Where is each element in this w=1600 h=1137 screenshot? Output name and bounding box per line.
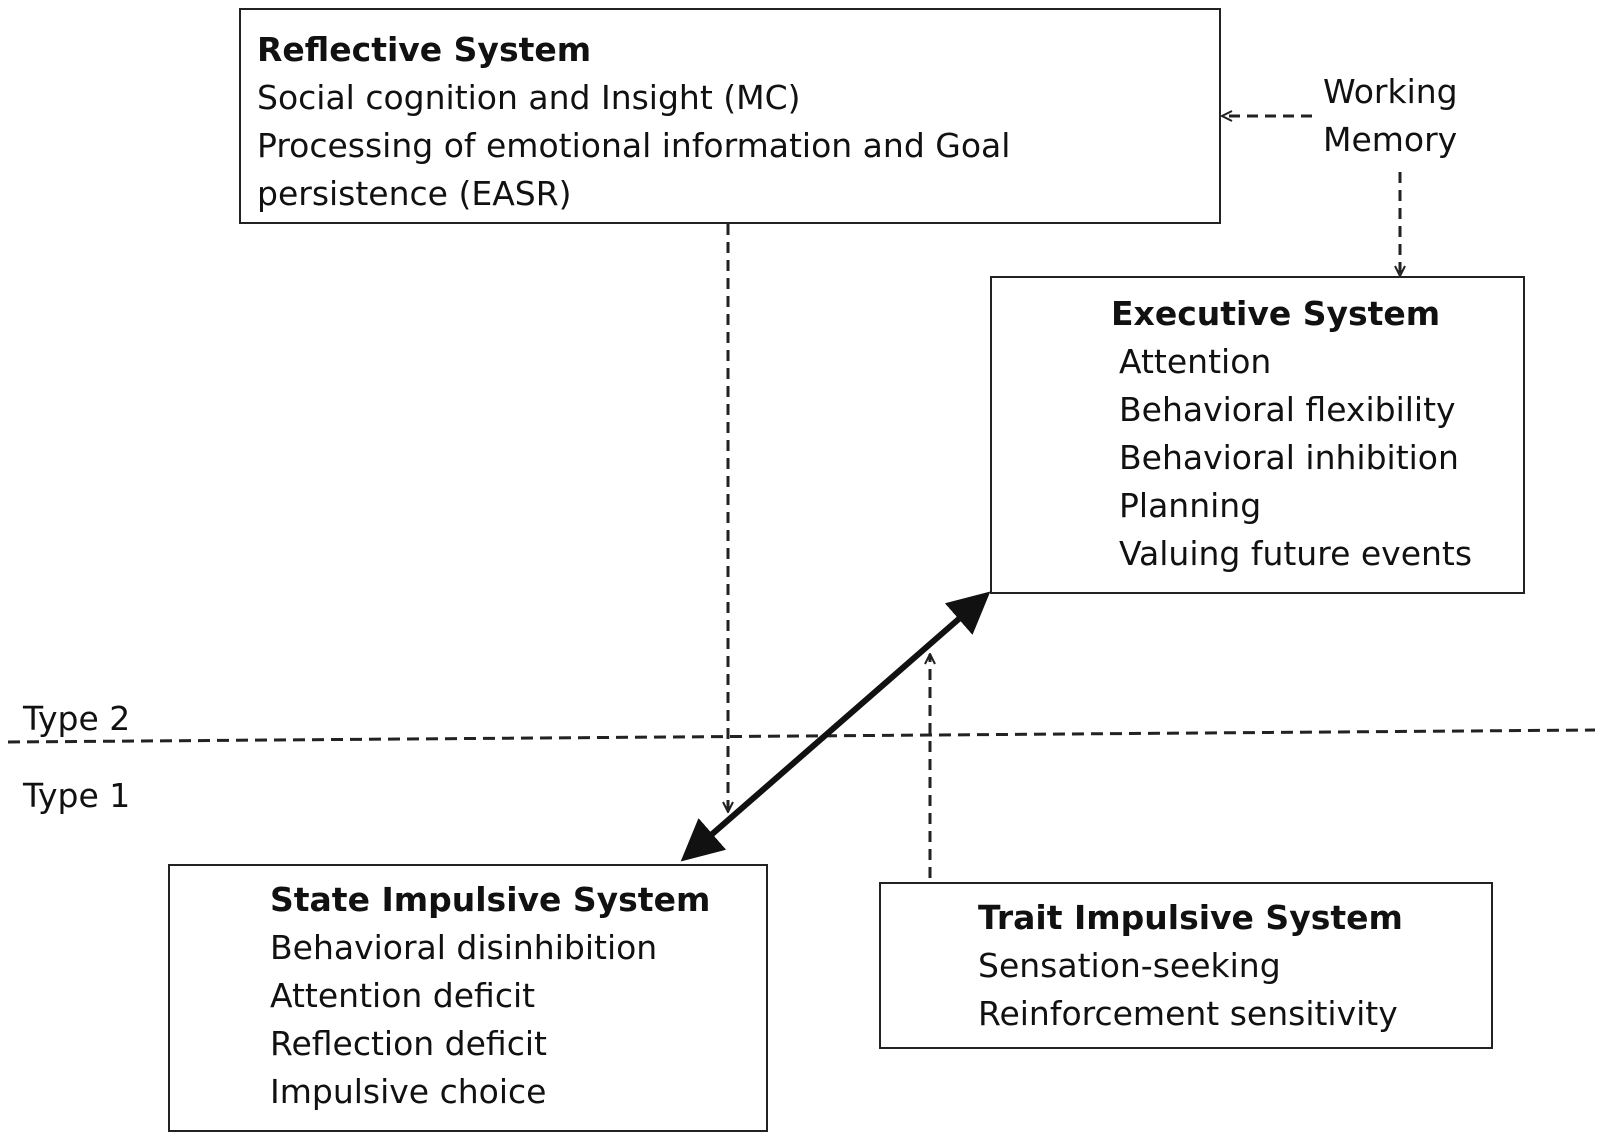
state-line-3: Reflection deficit bbox=[270, 1024, 547, 1063]
executive-line-3: Behavioral inhibition bbox=[1119, 438, 1459, 477]
working-memory-line-1: Working bbox=[1323, 72, 1458, 111]
type-1-label: Type 1 bbox=[23, 776, 131, 815]
executive-system-title: Executive System bbox=[1111, 294, 1441, 333]
state-impulsive-system-title: State Impulsive System bbox=[270, 880, 711, 919]
state-impulsive-system-box: State Impulsive System Behavioral disinh… bbox=[168, 864, 768, 1132]
reflective-line-1: Social cognition and Insight (MC) bbox=[257, 78, 801, 117]
working-memory-line-2: Memory bbox=[1323, 120, 1458, 159]
state-line-4: Impulsive choice bbox=[270, 1072, 547, 1111]
working-memory-label: Working Memory bbox=[1323, 68, 1458, 164]
reflective-system-title: Reflective System bbox=[257, 30, 592, 69]
executive-line-2: Behavioral flexibility bbox=[1119, 390, 1456, 429]
executive-line-1: Attention bbox=[1119, 342, 1272, 381]
reflective-line-2: Processing of emotional information and … bbox=[257, 126, 1011, 165]
type-divider-line bbox=[7, 728, 1596, 744]
state-line-1: Behavioral disinhibition bbox=[270, 928, 658, 967]
trait-line-1: Sensation-seeking bbox=[978, 946, 1281, 985]
executive-line-4: Planning bbox=[1119, 486, 1262, 525]
trait-line-2: Reinforcement sensitivity bbox=[978, 994, 1398, 1033]
trait-impulsive-system-title: Trait Impulsive System bbox=[978, 898, 1403, 937]
executive-system-box: Executive System Attention Behavioral fl… bbox=[990, 276, 1525, 594]
bidirectional-arrow-executive-state bbox=[680, 591, 991, 862]
executive-line-5: Valuing future events bbox=[1119, 534, 1473, 573]
reflective-system-box: Reflective System Social cognition and I… bbox=[239, 8, 1221, 224]
trait-impulsive-system-box: Trait Impulsive System Sensation-seeking… bbox=[879, 882, 1493, 1049]
reflective-line-3: persistence (EASR) bbox=[257, 174, 572, 213]
type-2-label: Type 2 bbox=[23, 699, 131, 738]
state-line-2: Attention deficit bbox=[270, 976, 536, 1015]
